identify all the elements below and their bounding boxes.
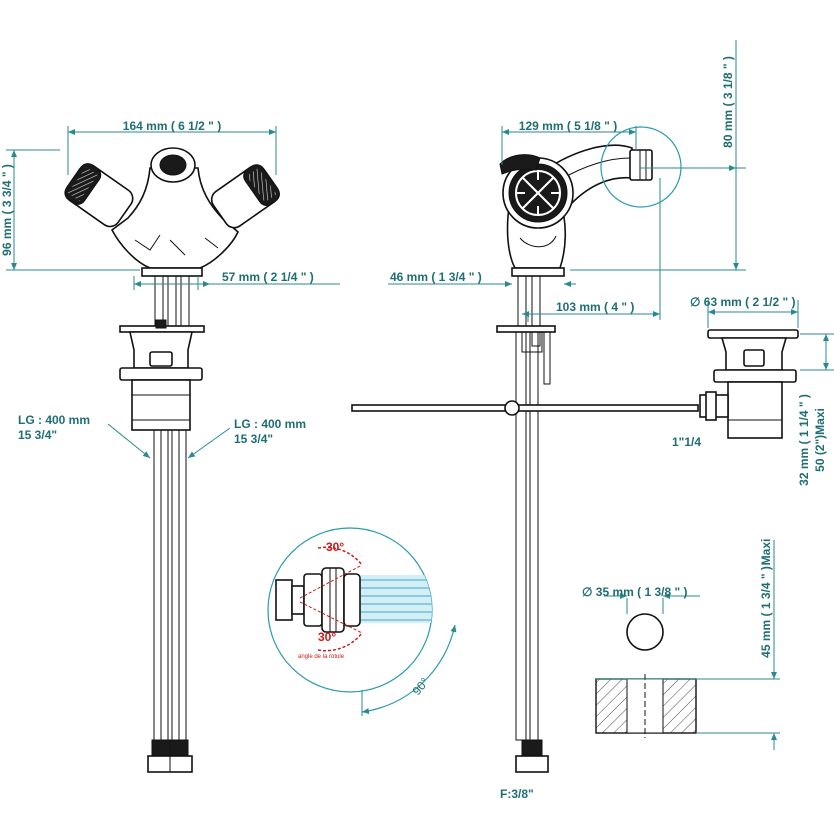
side-reach-label: 103 mm ( 4 " ) xyxy=(556,300,634,314)
thread-label: F:3/8" xyxy=(500,787,534,801)
waste-tail-label: 1"1/4 xyxy=(672,435,701,449)
front-dimensions: 164 mm ( 6 1/2 " ) 96 mm ( 3 3/4 " ) 57 … xyxy=(0,119,340,459)
ball-joint-caption: angle de la rotule xyxy=(298,654,345,660)
spout-detail-circle xyxy=(600,126,682,208)
side-depth-label: 129 mm ( 5 1/8 " ) xyxy=(519,119,617,133)
waste-drain xyxy=(699,329,799,439)
hole-diameter-label: ∅ 35 mm ( 1 3/8 " ) xyxy=(582,585,688,599)
side-base-label: 46 mm ( 1 3/4 " ) xyxy=(390,270,482,284)
angle-bottom-label: 30° xyxy=(318,630,336,644)
waste-height-label-1: 32 mm ( 1 1/4 " ) xyxy=(797,394,811,486)
front-width-label: 164 mm ( 6 1/2 " ) xyxy=(123,119,221,133)
hose-left-length: LG : 400 mm xyxy=(18,413,90,427)
hose-right-length: LG : 400 mm xyxy=(234,417,306,431)
rotation-label: 90° xyxy=(410,675,433,698)
waste-diameter-label: ∅ 63 mm ( 2 1/2 " ) xyxy=(690,295,796,309)
front-spout-label: 57 mm ( 2 1/4 " ) xyxy=(222,270,314,284)
hose-left-inches: 15 3/4" xyxy=(18,428,57,442)
waste-height-label-2: 50 (2")Maxi xyxy=(813,408,827,472)
waste-dimensions: ∅ 63 mm ( 2 1/2 " ) 1"1/4 32 mm ( 1 1/4 … xyxy=(672,295,834,486)
side-view-mixer xyxy=(351,144,699,773)
front-view-mixer xyxy=(64,147,280,773)
side-height-label: 80 mm ( 3 1/8 " ) xyxy=(721,56,735,148)
angle-top-label: 30° xyxy=(326,540,344,554)
countertop-section: ∅ 35 mm ( 1 3/8 " ) 45 mm ( 1 3/4 " ) Ma… xyxy=(582,539,780,750)
thickness-maxi-label: Maxi xyxy=(759,539,773,566)
front-height-label: 96 mm ( 3 3/4 " ) xyxy=(0,164,14,256)
thickness-label: 45 mm ( 1 3/4 " ) xyxy=(759,566,773,658)
ball-joint-detail: 30° 30° angle de la rotule 90° xyxy=(267,527,457,716)
hose-right-inches: 15 3/4" xyxy=(234,432,273,446)
